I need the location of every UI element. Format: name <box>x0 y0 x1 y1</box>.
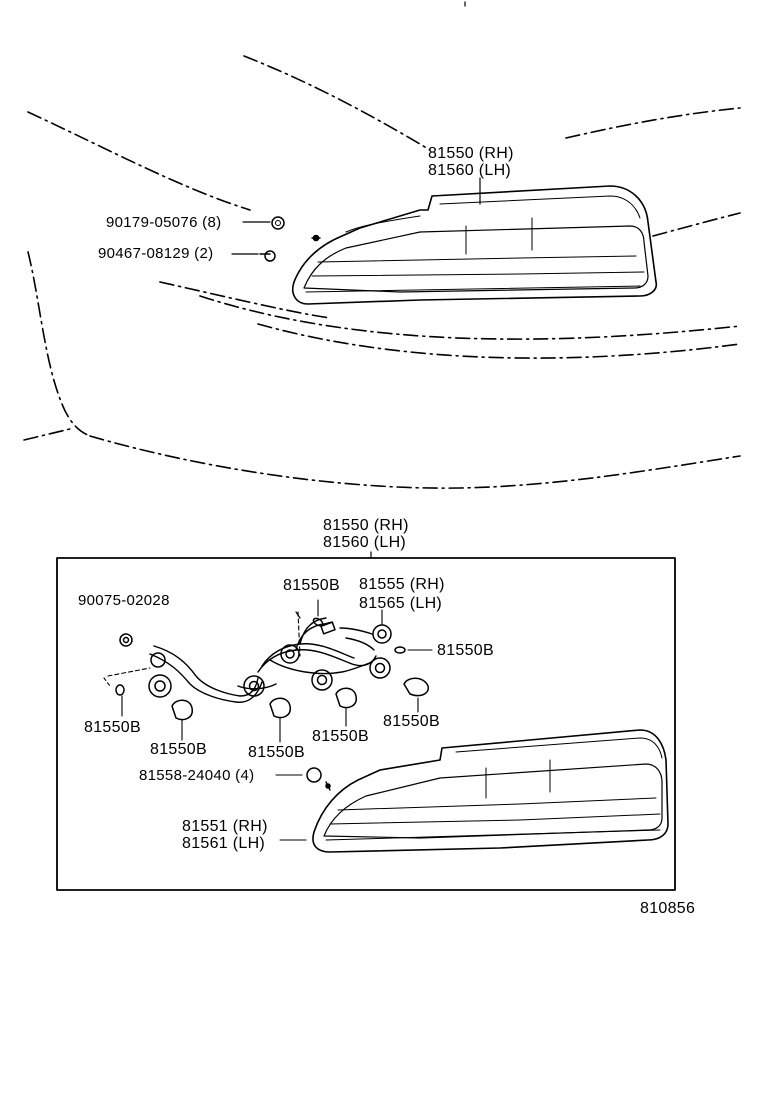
detail-lens <box>312 729 669 853</box>
lens-rh-label: 81551 (RH) <box>182 818 268 835</box>
socket-lh-label: 81565 (LH) <box>359 595 443 612</box>
bulb-label-top: 81550B <box>283 577 340 594</box>
gasket <box>306 767 331 791</box>
bulb-label-lower-left: 81550B <box>150 741 207 758</box>
top-lamp-lh-label: 81560 (LH) <box>428 162 512 179</box>
assembly-rh-label: 81550 (RH) <box>323 517 409 534</box>
body-outline <box>23 55 741 489</box>
top-lamp-assembly <box>292 185 658 305</box>
socket-group <box>119 621 392 698</box>
socket-rh-label: 81555 (RH) <box>359 576 445 593</box>
bulb-label-lower-mid: 81550B <box>248 744 305 761</box>
top-screw <box>242 216 285 230</box>
bulb-label-lower-right: 81550B <box>383 713 440 730</box>
detail-frame <box>56 557 676 891</box>
top-clip <box>231 250 276 262</box>
nut-part-label: 90075-02028 <box>78 592 170 609</box>
detail-leaders <box>103 599 433 841</box>
bulbs <box>115 617 429 721</box>
top-lamp-rh-label: 81550 (RH) <box>428 145 514 162</box>
clip-part-label: 90467-08129 (2) <box>98 245 214 262</box>
bulb-label-center: 81550B <box>312 728 369 745</box>
bulb-label-left: 81550B <box>84 719 141 736</box>
assembly-lh-label: 81560 (LH) <box>323 534 407 551</box>
screw-part-label: 90179-05076 (8) <box>106 214 222 231</box>
gasket-part-label: 81558-24040 (4) <box>139 767 255 784</box>
lens-lh-label: 81561 (LH) <box>182 835 266 852</box>
figure-code: 810856 <box>640 900 696 917</box>
bulb-label-right: 81550B <box>437 642 494 659</box>
